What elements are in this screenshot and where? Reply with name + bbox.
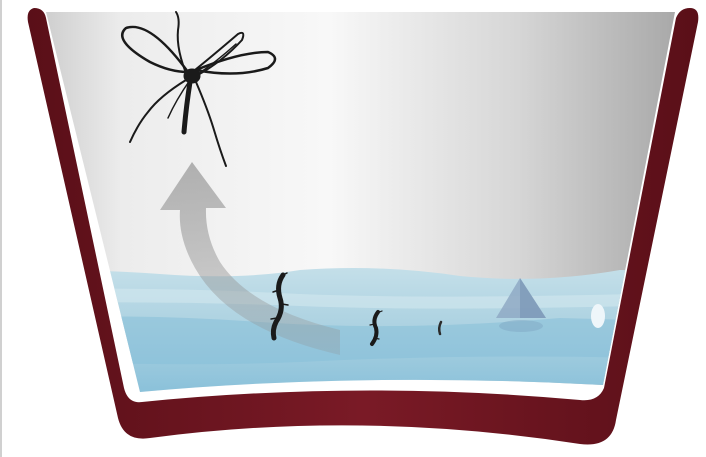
egg-icon: [591, 304, 605, 328]
